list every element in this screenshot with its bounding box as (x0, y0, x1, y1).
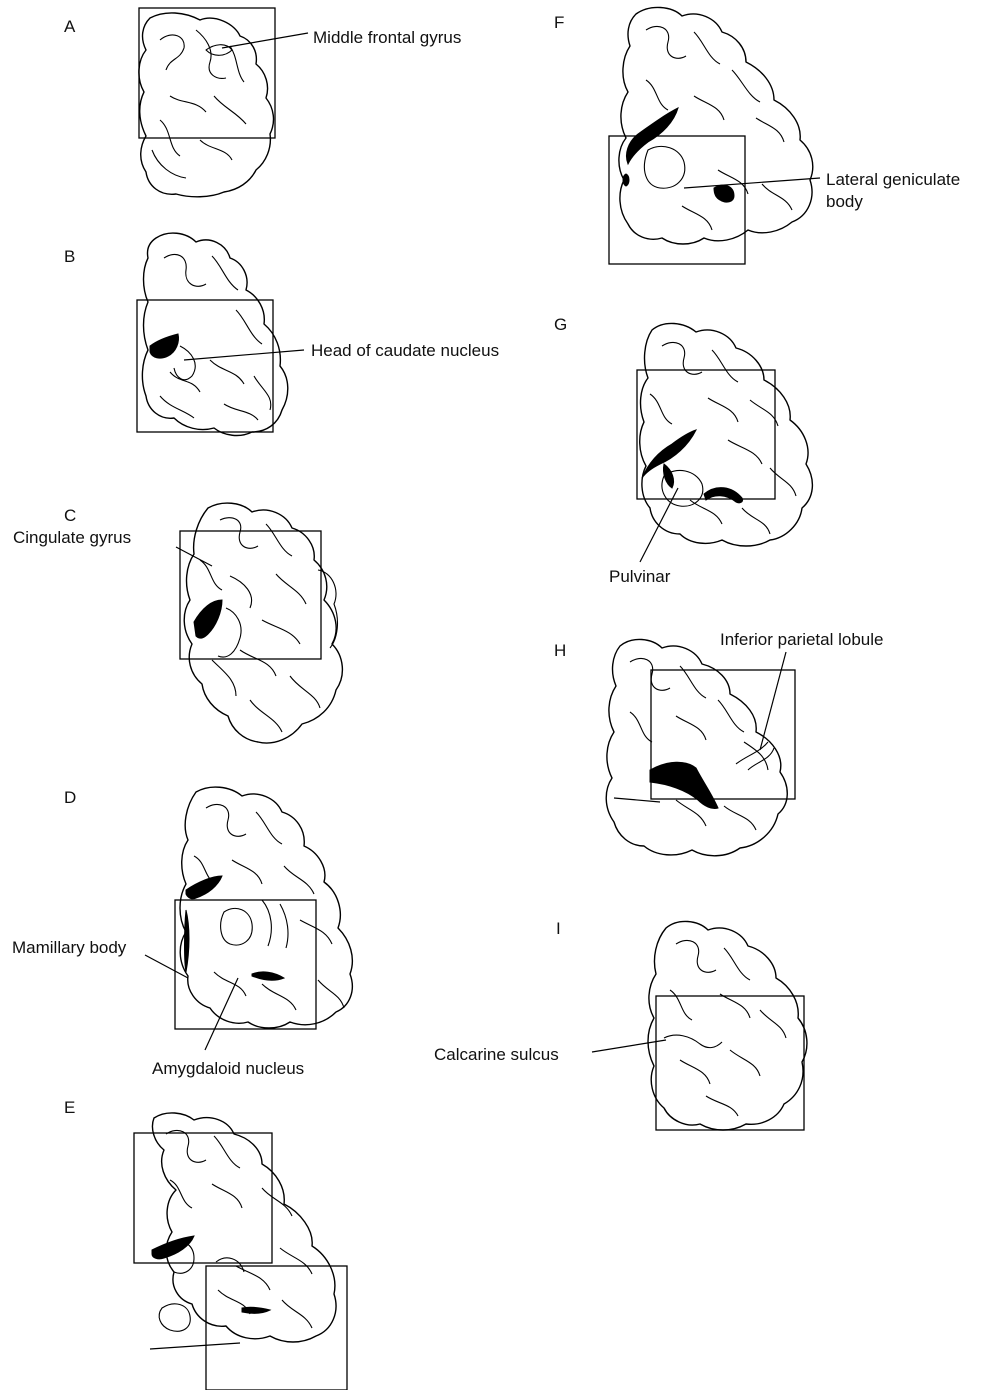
panel-b-lateral-ventricle (150, 334, 179, 358)
panel-i-gyri (670, 940, 786, 1116)
panel-e-brainstem (159, 1304, 190, 1331)
panel-f-label-line1: Lateral geniculate (826, 170, 960, 189)
panel-h-letter: H (554, 641, 566, 660)
panel-g-temporal-horn (704, 488, 743, 503)
panel-f-section-outline (619, 7, 813, 244)
panel-h-lateral-ventricle (650, 762, 718, 808)
panel-i-box (656, 996, 804, 1130)
panel-g-lateral-ventricle (642, 430, 696, 488)
panel-d: D Mamillary body Amygdaloid nucleus (12, 787, 352, 1078)
panel-e: E (64, 1098, 347, 1390)
panel-d-third-ventricle (185, 910, 190, 972)
panel-e-box-upper (134, 1133, 272, 1263)
panel-g: G Pulvinar (554, 315, 812, 586)
panel-i: I Calcarine sulcus (434, 919, 807, 1130)
panel-b-letter: B (64, 247, 75, 266)
panel-h-label: Inferior parietal lobule (720, 630, 883, 649)
panel-i-label: Calcarine sulcus (434, 1045, 559, 1064)
panel-g-letter: G (554, 315, 567, 334)
panel-i-leader (592, 1040, 666, 1052)
panel-a-box (139, 8, 275, 138)
panel-b: B Head of caudate nucleus (64, 233, 499, 435)
panel-a-gyri (152, 30, 246, 178)
panel-d-leader-amygdaloid (205, 978, 238, 1050)
panel-d-section-outline (180, 787, 352, 1028)
panel-g-gyri (650, 342, 796, 534)
panel-a-letter: A (64, 17, 76, 36)
panel-e-leader-left (150, 1343, 240, 1349)
panel-e-temporal-horn (242, 1307, 270, 1313)
panel-f-leader (684, 178, 820, 188)
panel-b-leader (184, 350, 304, 360)
panel-c: C Cingulate gyrus (13, 503, 342, 743)
panel-h-leader (760, 652, 786, 750)
panel-d-letter: D (64, 788, 76, 807)
panel-f-temporal-horn (714, 185, 734, 202)
panel-e-lateral-ventricle (152, 1236, 194, 1259)
panel-d-box (175, 900, 316, 1029)
panel-d-deep-nuclei (221, 900, 288, 948)
panel-c-gyri (200, 518, 320, 732)
panel-b-section-outline (142, 233, 287, 435)
panel-b-box (137, 300, 273, 432)
panel-f-letter: F (554, 13, 564, 32)
panel-c-lateral-ventricle (194, 600, 222, 638)
panel-g-label: Pulvinar (609, 567, 671, 586)
panel-i-calcarine-sulcus (664, 1035, 722, 1048)
panel-d-label-mamillary: Mamillary body (12, 938, 127, 957)
panel-i-letter: I (556, 919, 561, 938)
panel-d-temporal-horn (252, 972, 284, 980)
panel-a-label: Middle frontal gyrus (313, 28, 461, 47)
panel-b-label: Head of caudate nucleus (311, 341, 499, 360)
panel-h-inferior-parietal-sulcus (736, 742, 774, 770)
panel-g-box (637, 370, 775, 499)
panel-d-label-amygdaloid: Amygdaloid nucleus (152, 1059, 304, 1078)
panel-f-third-ventricle (623, 174, 629, 186)
panel-f-thalamus (644, 146, 684, 188)
panel-c-letter: C (64, 506, 76, 525)
panel-b-internal-capsule (174, 346, 195, 380)
panel-d-leader-mamillary (145, 955, 188, 978)
panel-e-gyri (166, 1130, 312, 1328)
panel-a-leader (222, 33, 308, 48)
panel-c-thalamus (218, 608, 241, 657)
panel-f: F Lateral geniculate body (554, 7, 960, 264)
panel-e-letter: E (64, 1098, 75, 1117)
panel-d-lateral-ventricle (186, 876, 222, 899)
panel-h: H Inferior parietal lobule (554, 630, 883, 856)
panel-c-label: Cingulate gyrus (13, 528, 131, 547)
panel-f-label-line2: body (826, 192, 863, 211)
panel-a: A Middle frontal gyrus (64, 8, 461, 197)
